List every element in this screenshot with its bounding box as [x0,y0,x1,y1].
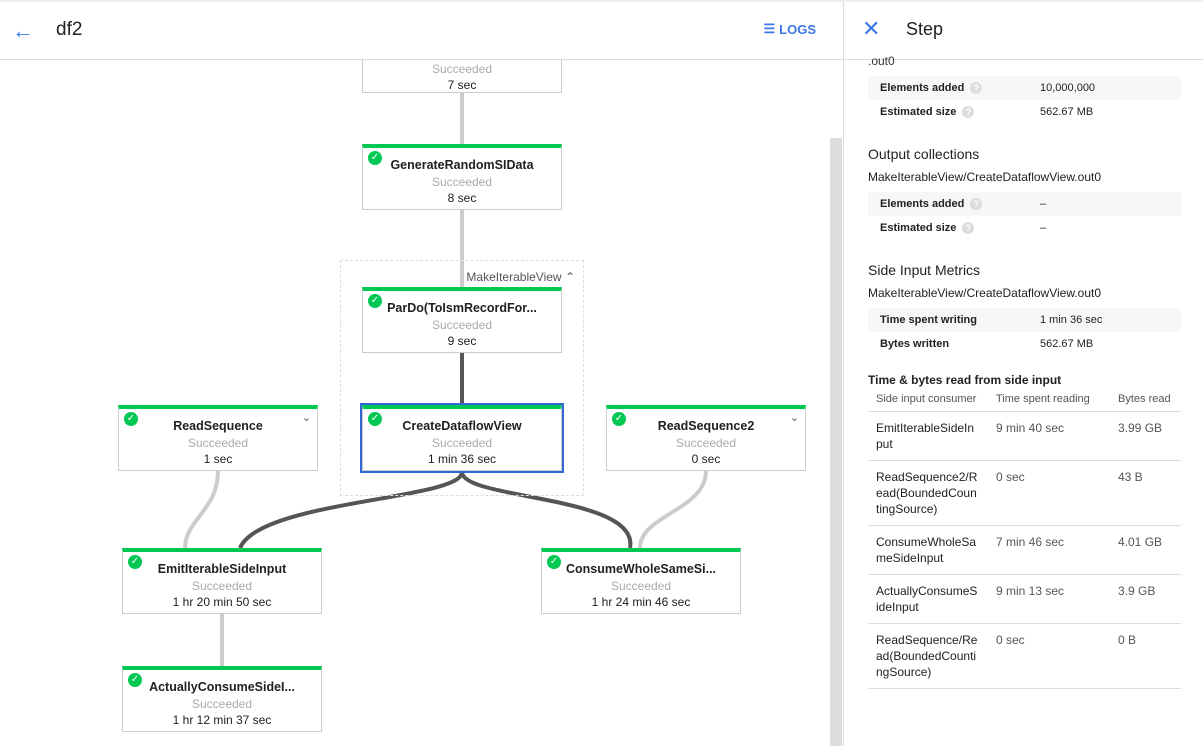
table-cell: 0 B [1110,623,1181,689]
check-circle-icon: ✓ [128,673,142,687]
table-cell: 9 min 13 sec [988,574,1110,624]
chevron-down-icon[interactable]: ⌄ [301,412,311,424]
help-icon[interactable]: ? [970,198,983,210]
table-cell: ReadSequence2/Read(BoundedCountingSource… [868,460,988,526]
help-icon[interactable]: ? [970,82,983,94]
table-cell: 7 min 46 sec [988,525,1110,575]
group-makeiterableview: MakeIterableView ⌃ [340,260,584,496]
output-collection-name: MakeIterableView/CreateDataflowView.out0 [868,170,1102,184]
edge [460,471,633,549]
output-collections-heading: Output collections [868,146,980,162]
table-cell: 3.9 GB [1110,574,1181,624]
chevron-down-icon[interactable]: ⌄ [789,412,799,424]
side-input-heading: Side Input Metrics [868,262,981,278]
table-cell: 43 B [1110,460,1181,526]
chevron-up-icon: ⌃ [564,270,575,284]
side-input-name: MakeIterableView/CreateDataflowView.out0 [868,286,1102,300]
table-cell: 0 sec [988,623,1110,689]
panel-header: ✕ Step [844,2,1203,60]
table-cell: EmitIterableSideInput [868,411,988,461]
edge [638,470,708,549]
list-icon: ☰ [763,21,776,36]
panel-title: Step [906,19,944,39]
check-circle-icon: ✓ [612,412,626,426]
table-cell: 4.01 GB [1110,525,1181,575]
edge [238,471,464,549]
table-cell: 9 min 40 sec [988,411,1110,461]
logs-button[interactable]: ☰LOGS [763,21,817,37]
job-title: df2 [56,19,83,40]
table-row: ReadSequence/Read(BoundedCountingSource)… [868,623,1181,689]
check-circle-icon: ✓ [368,412,382,426]
table-cell: ActuallyConsumeSideInput [868,574,988,624]
table-cell: ReadSequence/Read(BoundedCountingSource) [868,623,988,689]
top-border [0,0,1203,2]
edge [183,470,220,549]
graph-scrollbar[interactable] [830,138,842,746]
check-circle-icon: ✓ [128,555,142,569]
job-header: ← df2 ☰LOGS [0,2,843,60]
side-read-heading: Time & bytes read from side input [868,373,1062,387]
back-arrow-icon[interactable]: ← [12,18,34,43]
group-label[interactable]: MakeIterableView ⌃ [466,270,575,284]
output-metrics: Elements added?– Estimated size?– [868,192,1181,240]
check-circle-icon: ✓ [124,412,138,426]
table-cell: ConsumeWholeSameSideInput [868,525,988,575]
step-panel: ✕ Step .out0 Elements added?10,000,000 E… [843,2,1203,746]
check-circle-icon: ✓ [547,555,561,569]
table-row: ReadSequence2/Read(BoundedCountingSource… [868,460,1181,526]
close-icon[interactable]: ✕ [862,16,881,41]
input-collection-name: .out0 [868,54,895,68]
check-circle-icon: ✓ [368,294,382,308]
input-metrics: Elements added?10,000,000 Estimated size… [868,76,1181,124]
help-icon[interactable]: ? [962,222,975,234]
check-circle-icon: ✓ [368,151,382,165]
help-icon[interactable]: ? [962,106,975,118]
table-cell: 0 sec [988,460,1110,526]
graph-edges [183,90,708,666]
table-cell: 3.99 GB [1110,411,1181,461]
